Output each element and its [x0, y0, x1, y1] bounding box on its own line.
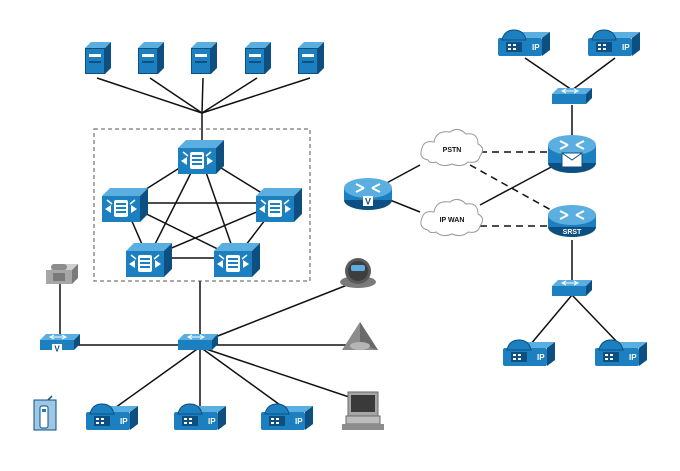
- call-manager-icon[interactable]: [255, 187, 303, 223]
- ip-phone-label: IP: [532, 43, 540, 52]
- server-icon[interactable]: [191, 42, 217, 74]
- analog-phone-icon[interactable]: [46, 264, 78, 284]
- video-camera-icon[interactable]: [340, 258, 376, 288]
- voice-badge-bg: [52, 344, 62, 353]
- ip-phone-group: IP IP IP: [85, 403, 314, 431]
- gateway-badge-bg: [363, 196, 373, 206]
- voice-switch[interactable]: V: [39, 333, 81, 354]
- call-manager-icon[interactable]: [177, 139, 225, 175]
- ip-phone-icon[interactable]: IP: [502, 339, 556, 367]
- pstn-cloud[interactable]: PSTN: [420, 128, 484, 167]
- remote-switch-icon[interactable]: [551, 87, 593, 105]
- cloud-icon: [420, 198, 484, 237]
- ipwan-cloud[interactable]: IP WAN: [420, 198, 484, 237]
- ip-phone-label: IP: [120, 417, 128, 426]
- call-manager-cluster-boundary: [93, 128, 311, 282]
- call-manager-icon[interactable]: [101, 187, 149, 223]
- gateway-badge-label: V: [365, 197, 371, 207]
- server-icon[interactable]: [245, 42, 271, 74]
- ip-phone-icon[interactable]: IP: [497, 29, 551, 57]
- remote-top-phones: IP IP: [497, 29, 641, 57]
- ip-phone-label: IP: [622, 43, 630, 52]
- cloud-icon: [420, 128, 484, 167]
- call-manager-icon[interactable]: [213, 242, 261, 278]
- remote-bottom-phones: IP IP: [502, 339, 648, 367]
- srst-router[interactable]: SRST: [547, 204, 597, 238]
- workstation-icon[interactable]: [342, 391, 384, 430]
- server-icon[interactable]: [138, 42, 164, 74]
- voice-router-icon[interactable]: [548, 135, 596, 173]
- ip-phone-label: IP: [208, 417, 216, 426]
- ip-phone-label: IP: [537, 353, 545, 362]
- call-manager-icon[interactable]: [125, 242, 173, 278]
- ip-phone-icon[interactable]: IP: [260, 403, 314, 431]
- wireless-phone-icon[interactable]: [33, 395, 57, 431]
- ip-phone-icon[interactable]: IP: [587, 29, 641, 57]
- ip-phone-icon[interactable]: IP: [173, 403, 227, 431]
- branch-switch-icon[interactable]: [551, 279, 593, 297]
- server-icon[interactable]: [85, 42, 111, 74]
- srst-label: SRST: [563, 229, 582, 236]
- call-manager-cluster: [101, 139, 303, 278]
- ip-phone-icon[interactable]: IP: [85, 403, 139, 431]
- cloud-label: IP WAN: [440, 217, 465, 224]
- conference-phone-icon[interactable]: [342, 322, 378, 350]
- ip-phone-label: IP: [295, 417, 303, 426]
- ip-phone-label: IP: [629, 353, 637, 362]
- voice-gateway-router[interactable]: V: [343, 177, 393, 211]
- server-row: [85, 42, 324, 74]
- left-links: [59, 77, 361, 411]
- central-switch-icon[interactable]: [177, 333, 219, 351]
- voice-badge-label: V: [54, 345, 60, 354]
- ip-phone-icon[interactable]: IP: [594, 339, 648, 367]
- cloud-label: PSTN: [443, 147, 462, 154]
- server-icon[interactable]: [298, 42, 324, 74]
